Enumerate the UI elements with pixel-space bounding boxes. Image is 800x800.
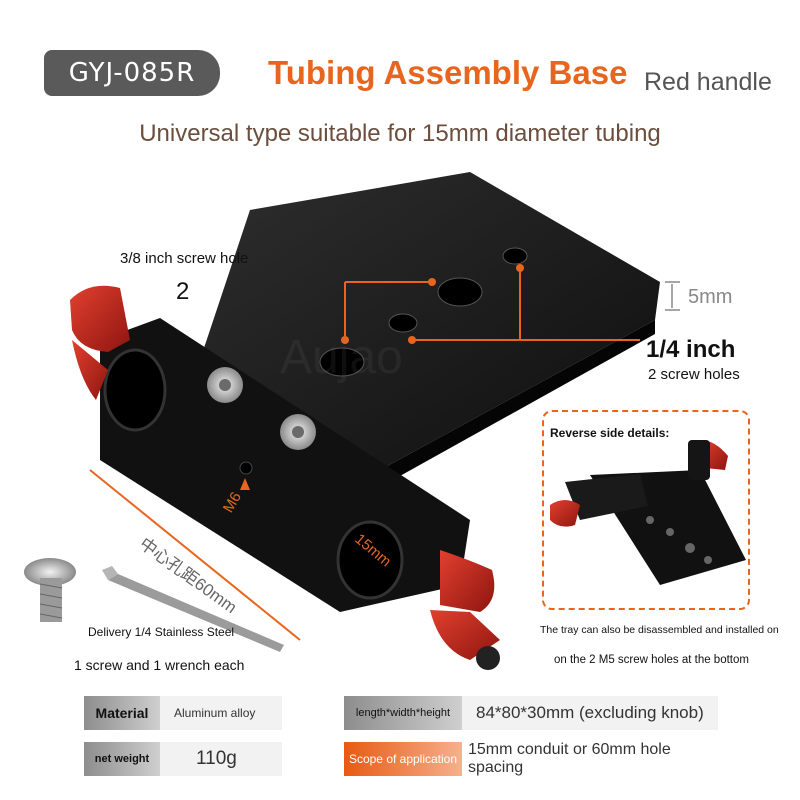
scope-value: 15mm conduit or 60mm hole spacing	[462, 741, 718, 776]
weight-value: 110g	[160, 742, 282, 776]
hole-14-2	[502, 247, 528, 265]
screw-14-count: 2 screw holes	[648, 366, 740, 383]
spec-row-material: Material Aluminum alloy	[84, 696, 282, 730]
knob-left	[70, 285, 130, 400]
model-badge: GYJ-085R	[44, 50, 220, 96]
delivery-label-1: Delivery 1/4 Stainless Steel	[88, 625, 235, 639]
material-label: Material	[84, 696, 160, 730]
watermark: Aujao	[280, 331, 403, 384]
reverse-note-2: on the 2 M5 screw holes at the bottom	[554, 654, 749, 666]
dims-value: 84*80*30mm (excluding knob)	[462, 696, 718, 730]
hole-38-1	[437, 277, 483, 307]
thickness-label: 5mm	[688, 286, 733, 308]
subtitle: Universal type suitable for 15mm diamete…	[139, 120, 661, 147]
scope-label: Scope of application	[344, 742, 462, 776]
weight-label: net weight	[84, 742, 160, 776]
top-plate	[200, 172, 660, 486]
dims-label: length*width*height	[344, 696, 462, 730]
spec-row-scope: Scope of application 15mm conduit or 60m…	[344, 741, 718, 776]
material-value: Aluminum alloy	[160, 696, 282, 730]
reverse-note-1: The tray can also be disassembled and in…	[540, 624, 779, 636]
reverse-detail-box: Reverse side details:	[542, 410, 750, 610]
hex-wrench	[102, 566, 284, 652]
hole-14-1	[388, 313, 418, 333]
knob-right	[430, 550, 500, 670]
page-title: Tubing Assembly Base	[268, 54, 628, 91]
screw-38-count: 2	[176, 278, 190, 305]
delivery-label-2: 1 screw and 1 wrench each	[74, 657, 245, 673]
reverse-view-image	[550, 440, 746, 585]
spec-row-dims: length*width*height 84*80*30mm (excludin…	[344, 696, 718, 730]
stainless-screw	[24, 558, 76, 622]
reverse-title: Reverse side details:	[550, 426, 670, 440]
hole-38-2	[319, 347, 365, 377]
handle-label: Red handle	[644, 68, 772, 96]
spec-row-weight: net weight 110g	[84, 742, 282, 776]
screw-14-label: 1/4 inch	[646, 336, 736, 363]
product-image	[24, 172, 746, 670]
screw-38-label: 3/8 inch screw hole	[120, 250, 249, 267]
rod-clamp	[100, 318, 470, 612]
